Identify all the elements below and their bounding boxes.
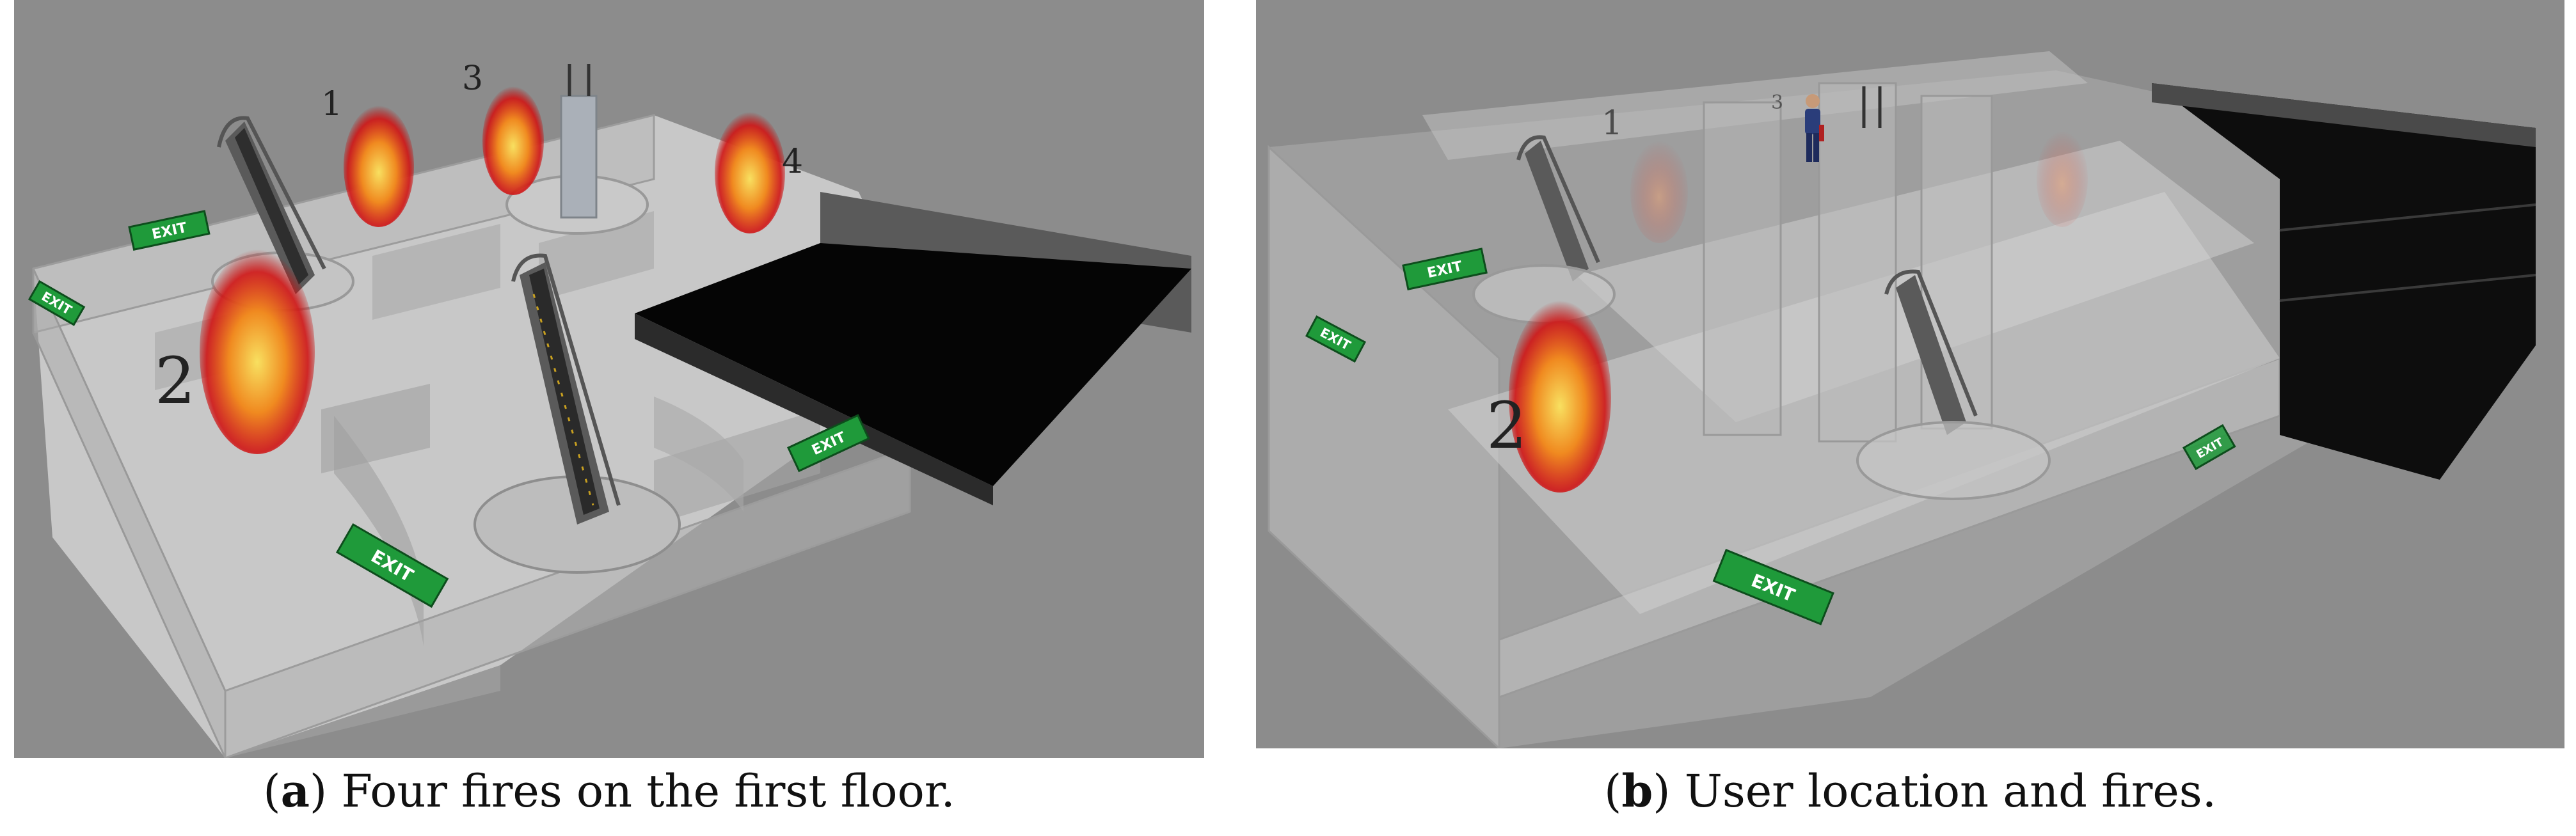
- caption-b-text: User location and fires.: [1684, 765, 2216, 817]
- exit-sign-icon: EXIT: [128, 210, 211, 251]
- fire-icon: [2037, 131, 2088, 227]
- fire-label-3: 3: [1771, 91, 1783, 114]
- partition: [539, 211, 654, 301]
- panel-a: 1 2 3 4 EXIT EXIT EXIT EXIT: [14, 0, 1204, 758]
- panel-a-scene: 1 2 3 4 EXIT EXIT EXIT EXIT: [14, 0, 1204, 758]
- antenna-icon: [1862, 86, 1882, 128]
- caption-b: (b) User location and fires.: [1604, 764, 2216, 817]
- curved-wall: [654, 397, 743, 512]
- atrium-ring: [1856, 421, 2051, 500]
- caption-b-letter: b: [1621, 764, 1653, 817]
- exit-sign-icon: EXIT: [2182, 423, 2236, 470]
- fire-icon: [1630, 141, 1688, 243]
- caption-a: (a) Four fires on the first floor.: [263, 764, 955, 817]
- dark-block-edge: [635, 313, 993, 505]
- exit-sign-icon: EXIT: [1402, 248, 1488, 290]
- caption-a-letter: a: [280, 764, 310, 817]
- fire-label-3: 3: [462, 59, 483, 98]
- escalator-icon: [1884, 269, 1978, 435]
- partition: [372, 224, 500, 320]
- fire-label-1: 1: [321, 85, 342, 123]
- shelf-block: [1818, 82, 1897, 443]
- exit-sign-icon: EXIT: [1712, 549, 1834, 626]
- escalator-icon: [217, 116, 326, 294]
- dark-block: [635, 243, 1191, 486]
- caption-a-text: Four fires on the first floor.: [341, 765, 955, 817]
- fire-icon: [344, 106, 414, 227]
- escalator-icon: [1516, 135, 1600, 281]
- shelf-block: [1703, 101, 1782, 436]
- exit-sign-icon: EXIT: [787, 414, 870, 473]
- fire-label-2: 2: [155, 343, 196, 418]
- fire-icon: [200, 249, 315, 454]
- escalator-icon: [511, 253, 621, 524]
- panel-b: 1 2 3 EXIT EXIT EXIT EXIT: [1256, 0, 2564, 748]
- fire-icon: [1509, 301, 1611, 493]
- curved-wall: [334, 416, 424, 646]
- fire-label-1: 1: [1602, 104, 1623, 143]
- fire-icon: [482, 86, 544, 195]
- panel-b-scene: 1 2 3 EXIT EXIT EXIT EXIT: [1256, 0, 2564, 748]
- dark-block-top: [2152, 83, 2536, 147]
- person-icon: [1805, 94, 1824, 162]
- front-wall: [224, 446, 911, 758]
- fire-label-4: 4: [782, 143, 803, 181]
- fire-icon: [715, 112, 785, 233]
- left-facade: [1268, 145, 1500, 748]
- dark-block: [2152, 83, 2536, 480]
- antenna-icon: [560, 64, 598, 219]
- left-wall: [32, 268, 227, 758]
- fire-label-2: 2: [1486, 388, 1527, 463]
